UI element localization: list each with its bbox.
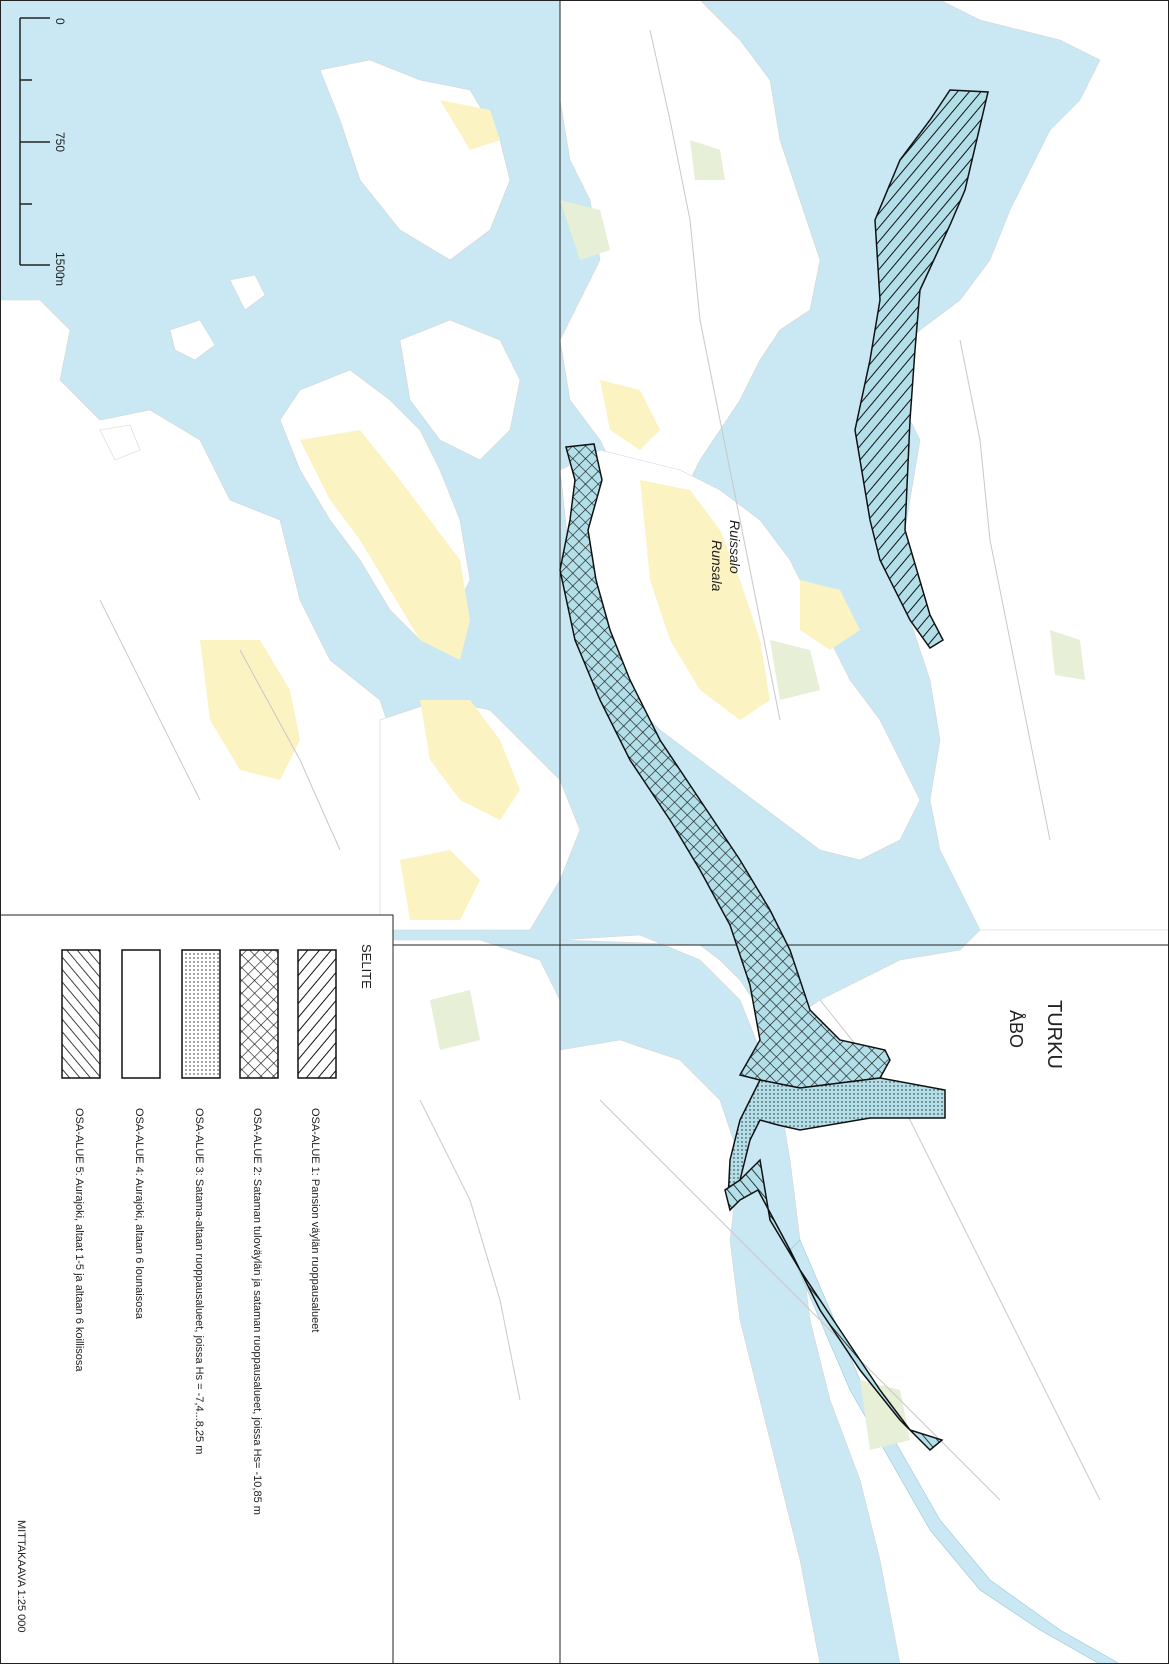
legend-item-zone-2: OSA-ALUE 2: Sataman tuloväylän ja satama… — [239, 949, 279, 1515]
field-areas — [200, 100, 860, 920]
legend-item-zone-1: OSA-ALUE 1: Pansion väylän ruoppausaluee… — [297, 949, 337, 1332]
green-areas — [430, 140, 1085, 1450]
legend-label-zone-5: OSA-ALUE 5: Aurajoki, altaat 1-5 ja alta… — [73, 1108, 85, 1372]
zone-5-aurajoki-basins[interactable] — [724, 1158, 944, 1452]
legend-title: SELITE — [359, 944, 374, 989]
zone-2-harbour-approach[interactable] — [559, 443, 891, 1089]
legend-label-zone-4: OSA-ALUE 4: Aurajoki, altaan 6 lounaisos… — [133, 1108, 145, 1320]
zone-1-pansio-fairway[interactable] — [854, 89, 989, 650]
place-label-abo: ÅBO — [1006, 1010, 1026, 1048]
scale-tick-750: 750 — [53, 132, 67, 152]
legend-swatch-hatch-right — [297, 949, 337, 1079]
scale-tick-0: 0 — [53, 18, 67, 25]
place-label-ruissalo: Ruissalo — [727, 520, 743, 574]
legend-label-zone-3: OSA-ALUE 3: Satama-altaan ruoppausalueet… — [193, 1108, 205, 1454]
legend-swatch-hatch-left — [61, 949, 101, 1079]
legend-swatch-dots — [181, 949, 221, 1079]
legend-item-zone-4: OSA-ALUE 4: Aurajoki, altaan 6 lounaisos… — [121, 949, 161, 1320]
scale-bar — [19, 17, 50, 266]
legend-swatch-blank — [121, 949, 161, 1079]
legend-item-zone-3: OSA-ALUE 3: Satama-altaan ruoppausalueet… — [181, 949, 221, 1454]
legend-scale-text: MITTAKAAVA 1:25 000 — [15, 1520, 27, 1633]
zone-3-harbour-basin[interactable] — [727, 1077, 946, 1201]
legend-item-zone-5: OSA-ALUE 5: Aurajoki, altaat 1-5 ja alta… — [61, 949, 101, 1372]
legend-swatch-crosshatch — [239, 949, 279, 1079]
scale-unit: m — [53, 276, 67, 286]
legend-label-zone-1: OSA-ALUE 1: Pansion väylän ruoppausaluee… — [309, 1108, 321, 1332]
place-label-turku: TURKU — [1043, 1000, 1065, 1069]
river-aurajoki — [789, 1239, 1121, 1664]
place-label-runsala: Runsala — [709, 540, 725, 592]
legend-items: OSA-ALUE 1: Pansion väylän ruoppausaluee… — [61, 949, 337, 1515]
scale-tick-1500: 1500 — [53, 252, 67, 279]
legend-label-zone-2: OSA-ALUE 2: Sataman tuloväylän ja satama… — [251, 1108, 263, 1515]
roads — [99, 29, 1101, 1501]
